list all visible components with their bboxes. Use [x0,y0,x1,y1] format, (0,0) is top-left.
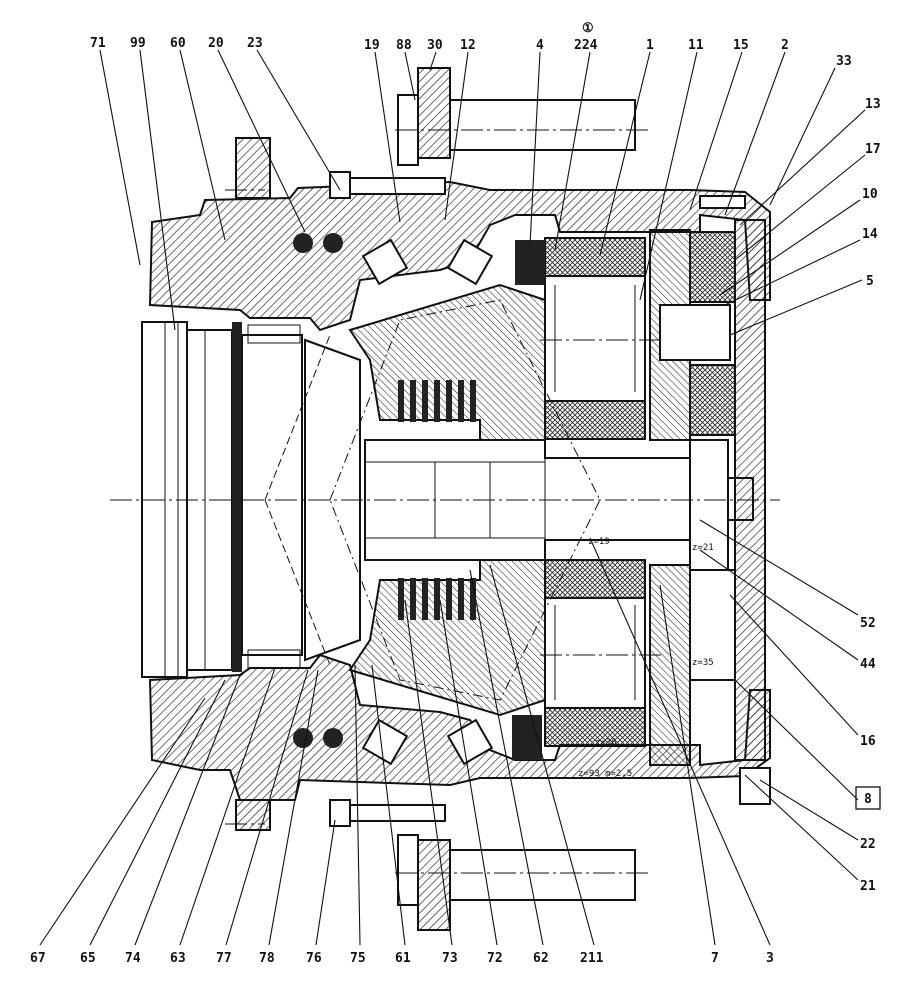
label-20: 20 [208,36,224,51]
annotation-z36: z=36 [595,738,617,748]
label-52: 52 [860,616,876,631]
top-marker: ① [582,21,594,36]
annotation-z19: z=19 [588,537,610,547]
label-16: 16 [860,734,876,749]
label-2: 2 [781,38,789,53]
planet-gear-upper [515,237,646,440]
label-60: 60 [170,36,186,51]
label-15: 15 [733,38,749,53]
leader-lines [39,49,866,946]
clutch-plates-upper [398,380,476,422]
seals [293,233,343,748]
label-3: 3 [766,951,774,966]
annotation-z21: z=21 [692,543,714,553]
label-11: 11 [688,38,704,53]
label-224: 224 [574,38,598,53]
label-77: 77 [216,951,232,966]
label-62: 62 [533,951,549,966]
label-19: 19 [364,38,380,53]
label-23: 23 [247,36,263,51]
label-67: 67 [30,951,46,966]
right-labels: 13 17 10 14 5 52 44 16 8 22 21 [855,97,881,894]
small-bolts [329,171,771,827]
label-65: 65 [80,951,96,966]
label-21: 21 [860,879,876,894]
label-72: 72 [487,951,503,966]
label-30: 30 [427,38,443,53]
label-1: 1 [646,38,654,53]
left-flange [141,321,361,678]
wheel-bolt-lower [397,834,636,931]
label-8: 8 [864,792,872,807]
bottom-labels: 67 65 74 63 77 78 76 75 61 73 72 62 211 … [30,951,774,966]
label-71: 71 [90,36,106,51]
label-12: 12 [460,38,476,53]
label-88: 88 [396,38,412,53]
label-10: 10 [862,187,878,202]
clutch-plates-lower [398,578,476,620]
label-44: 44 [860,657,876,672]
label-5: 5 [866,274,874,289]
center-lines [110,129,780,874]
label-22: 22 [860,837,876,852]
label-73: 73 [442,951,458,966]
second-stage [649,219,766,766]
annotation-z93: z=93 m=2,5 [578,769,632,779]
label-61: 61 [395,951,411,966]
label-78: 78 [259,951,275,966]
label-7: 7 [711,951,719,966]
taper-bearings [361,238,494,766]
label-99: 99 [130,36,146,51]
annotation-z35: z=35 [692,658,714,668]
label-8-box [855,786,881,810]
label-14: 14 [862,227,878,242]
top-labels: 71 99 60 20 23 19 88 30 12 4 ① 224 1 11 … [90,21,852,69]
label-33: 33 [836,54,852,69]
label-211: 211 [580,951,604,966]
label-74: 74 [125,951,141,966]
planet-gear-lower [512,559,646,760]
label-4: 4 [536,38,544,53]
label-75: 75 [350,951,366,966]
label-76: 76 [306,951,322,966]
label-13: 13 [865,97,881,112]
housing-lower [148,653,771,831]
label-63: 63 [170,951,186,966]
wheel-bolt-upper [397,67,636,166]
gear-annotations: z=19 z=21 z=35 z=36 z=93 m=2,5 [578,537,714,779]
label-17: 17 [865,142,881,157]
